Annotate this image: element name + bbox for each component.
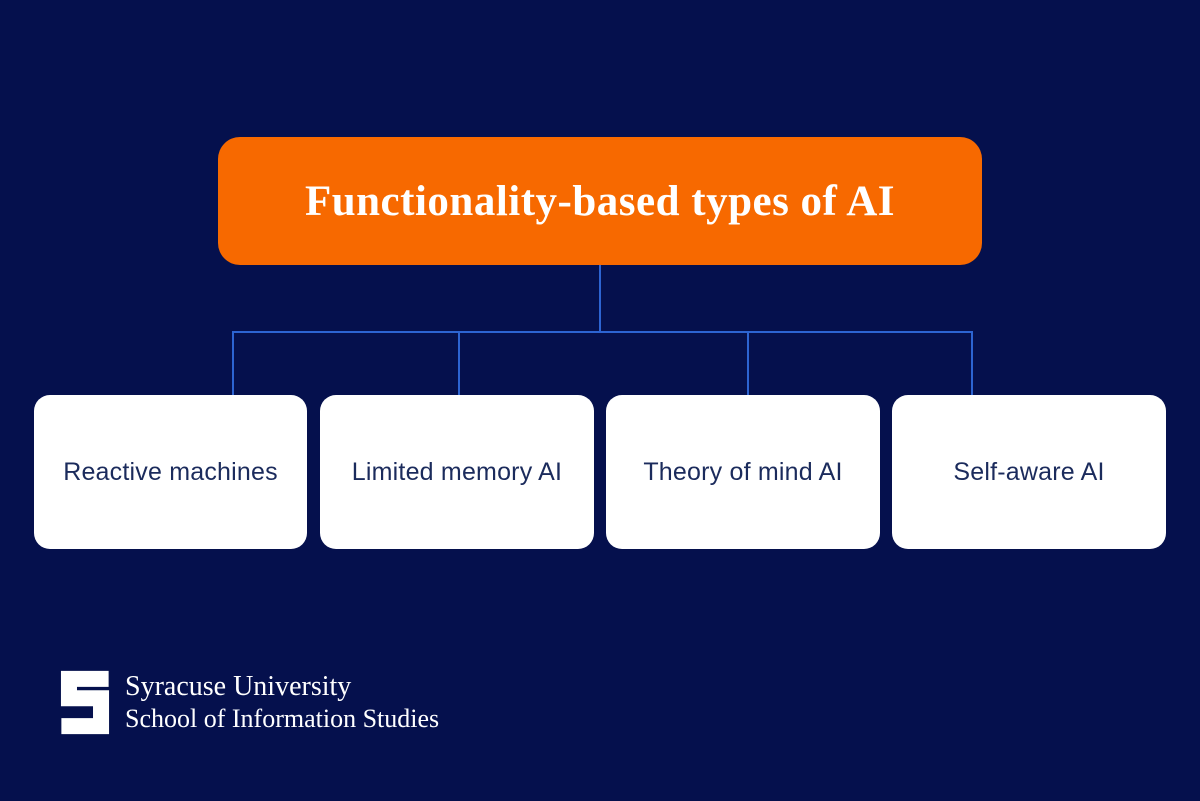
syracuse-block-s-icon [60,670,110,735]
school-name: School of Information Studies [125,703,440,733]
connector-drop-line-3 [747,331,749,395]
connector-horizontal-rail [232,331,973,333]
connector-drop-line-2 [458,331,460,395]
title-box: Functionality-based types of AI [218,137,982,265]
connector-drop-line-4 [971,331,973,395]
university-logo-lockup: Syracuse University School of Informatio… [58,664,439,741]
node-limited-memory-ai: Limited memory AI [320,395,594,549]
node-label: Self-aware AI [953,457,1105,486]
node-label: Theory of mind AI [643,457,843,486]
node-reactive-machines: Reactive machines [34,395,307,549]
university-logo-text: Syracuse University School of Informatio… [125,671,439,733]
connector-stem-line [599,265,601,332]
connector-drop-line-1 [232,331,234,395]
node-label: Limited memory AI [351,457,563,486]
node-self-aware-ai: Self-aware AI [892,395,1166,549]
node-theory-of-mind-ai: Theory of mind AI [606,395,880,549]
diagram-title: Functionality-based types of AI [304,177,896,225]
node-label: Reactive machines [63,457,278,486]
university-name: Syracuse University [125,671,352,703]
